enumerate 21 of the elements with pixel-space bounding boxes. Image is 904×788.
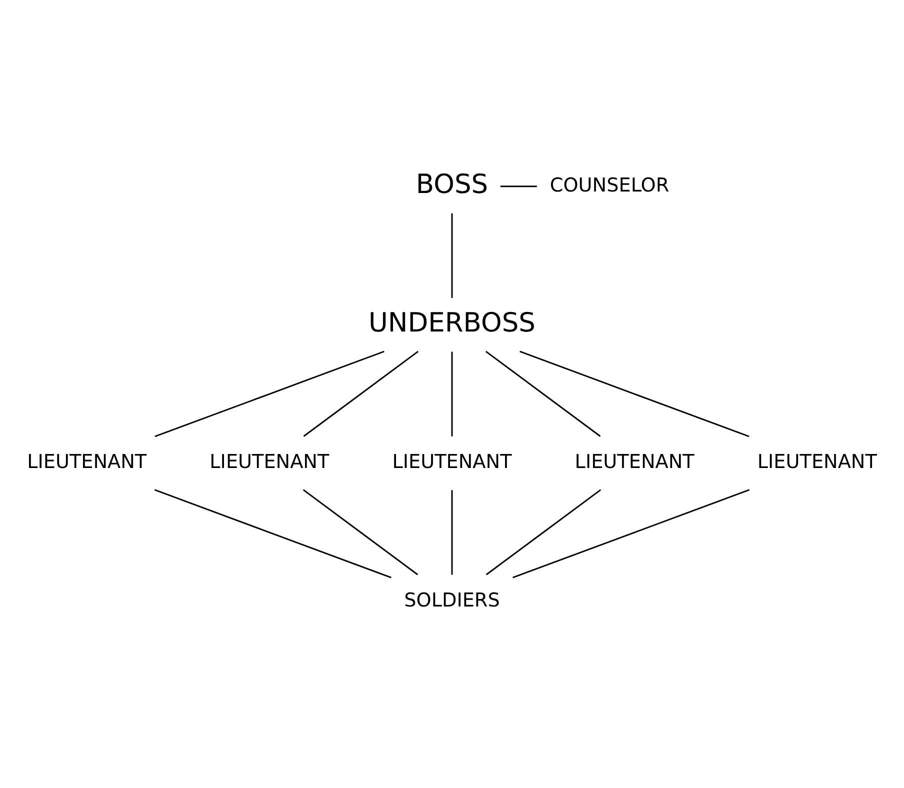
connector (485, 350, 601, 437)
connector (154, 489, 392, 578)
connector (500, 186, 537, 188)
node-text: SOLDIERS (404, 588, 500, 612)
connector (451, 490, 453, 575)
connector (303, 350, 419, 437)
node-text: COUNSELOR (550, 173, 670, 196)
node-text: UNDERBOSS (368, 307, 536, 338)
connector (512, 489, 750, 578)
connector (451, 352, 453, 436)
connector (520, 350, 750, 438)
node-text: LIEUTENANT (757, 450, 877, 474)
connector (451, 213, 453, 298)
node-text: LIEUTENANT (574, 450, 694, 474)
node-text: BOSS (416, 168, 488, 200)
node-text: LIEUTENANT (210, 450, 330, 474)
connector (302, 489, 418, 576)
connector (486, 489, 602, 576)
node-text: LIEUTENANT (392, 450, 512, 474)
node-text: LIEUTENANT (27, 450, 147, 474)
connector (154, 350, 384, 438)
